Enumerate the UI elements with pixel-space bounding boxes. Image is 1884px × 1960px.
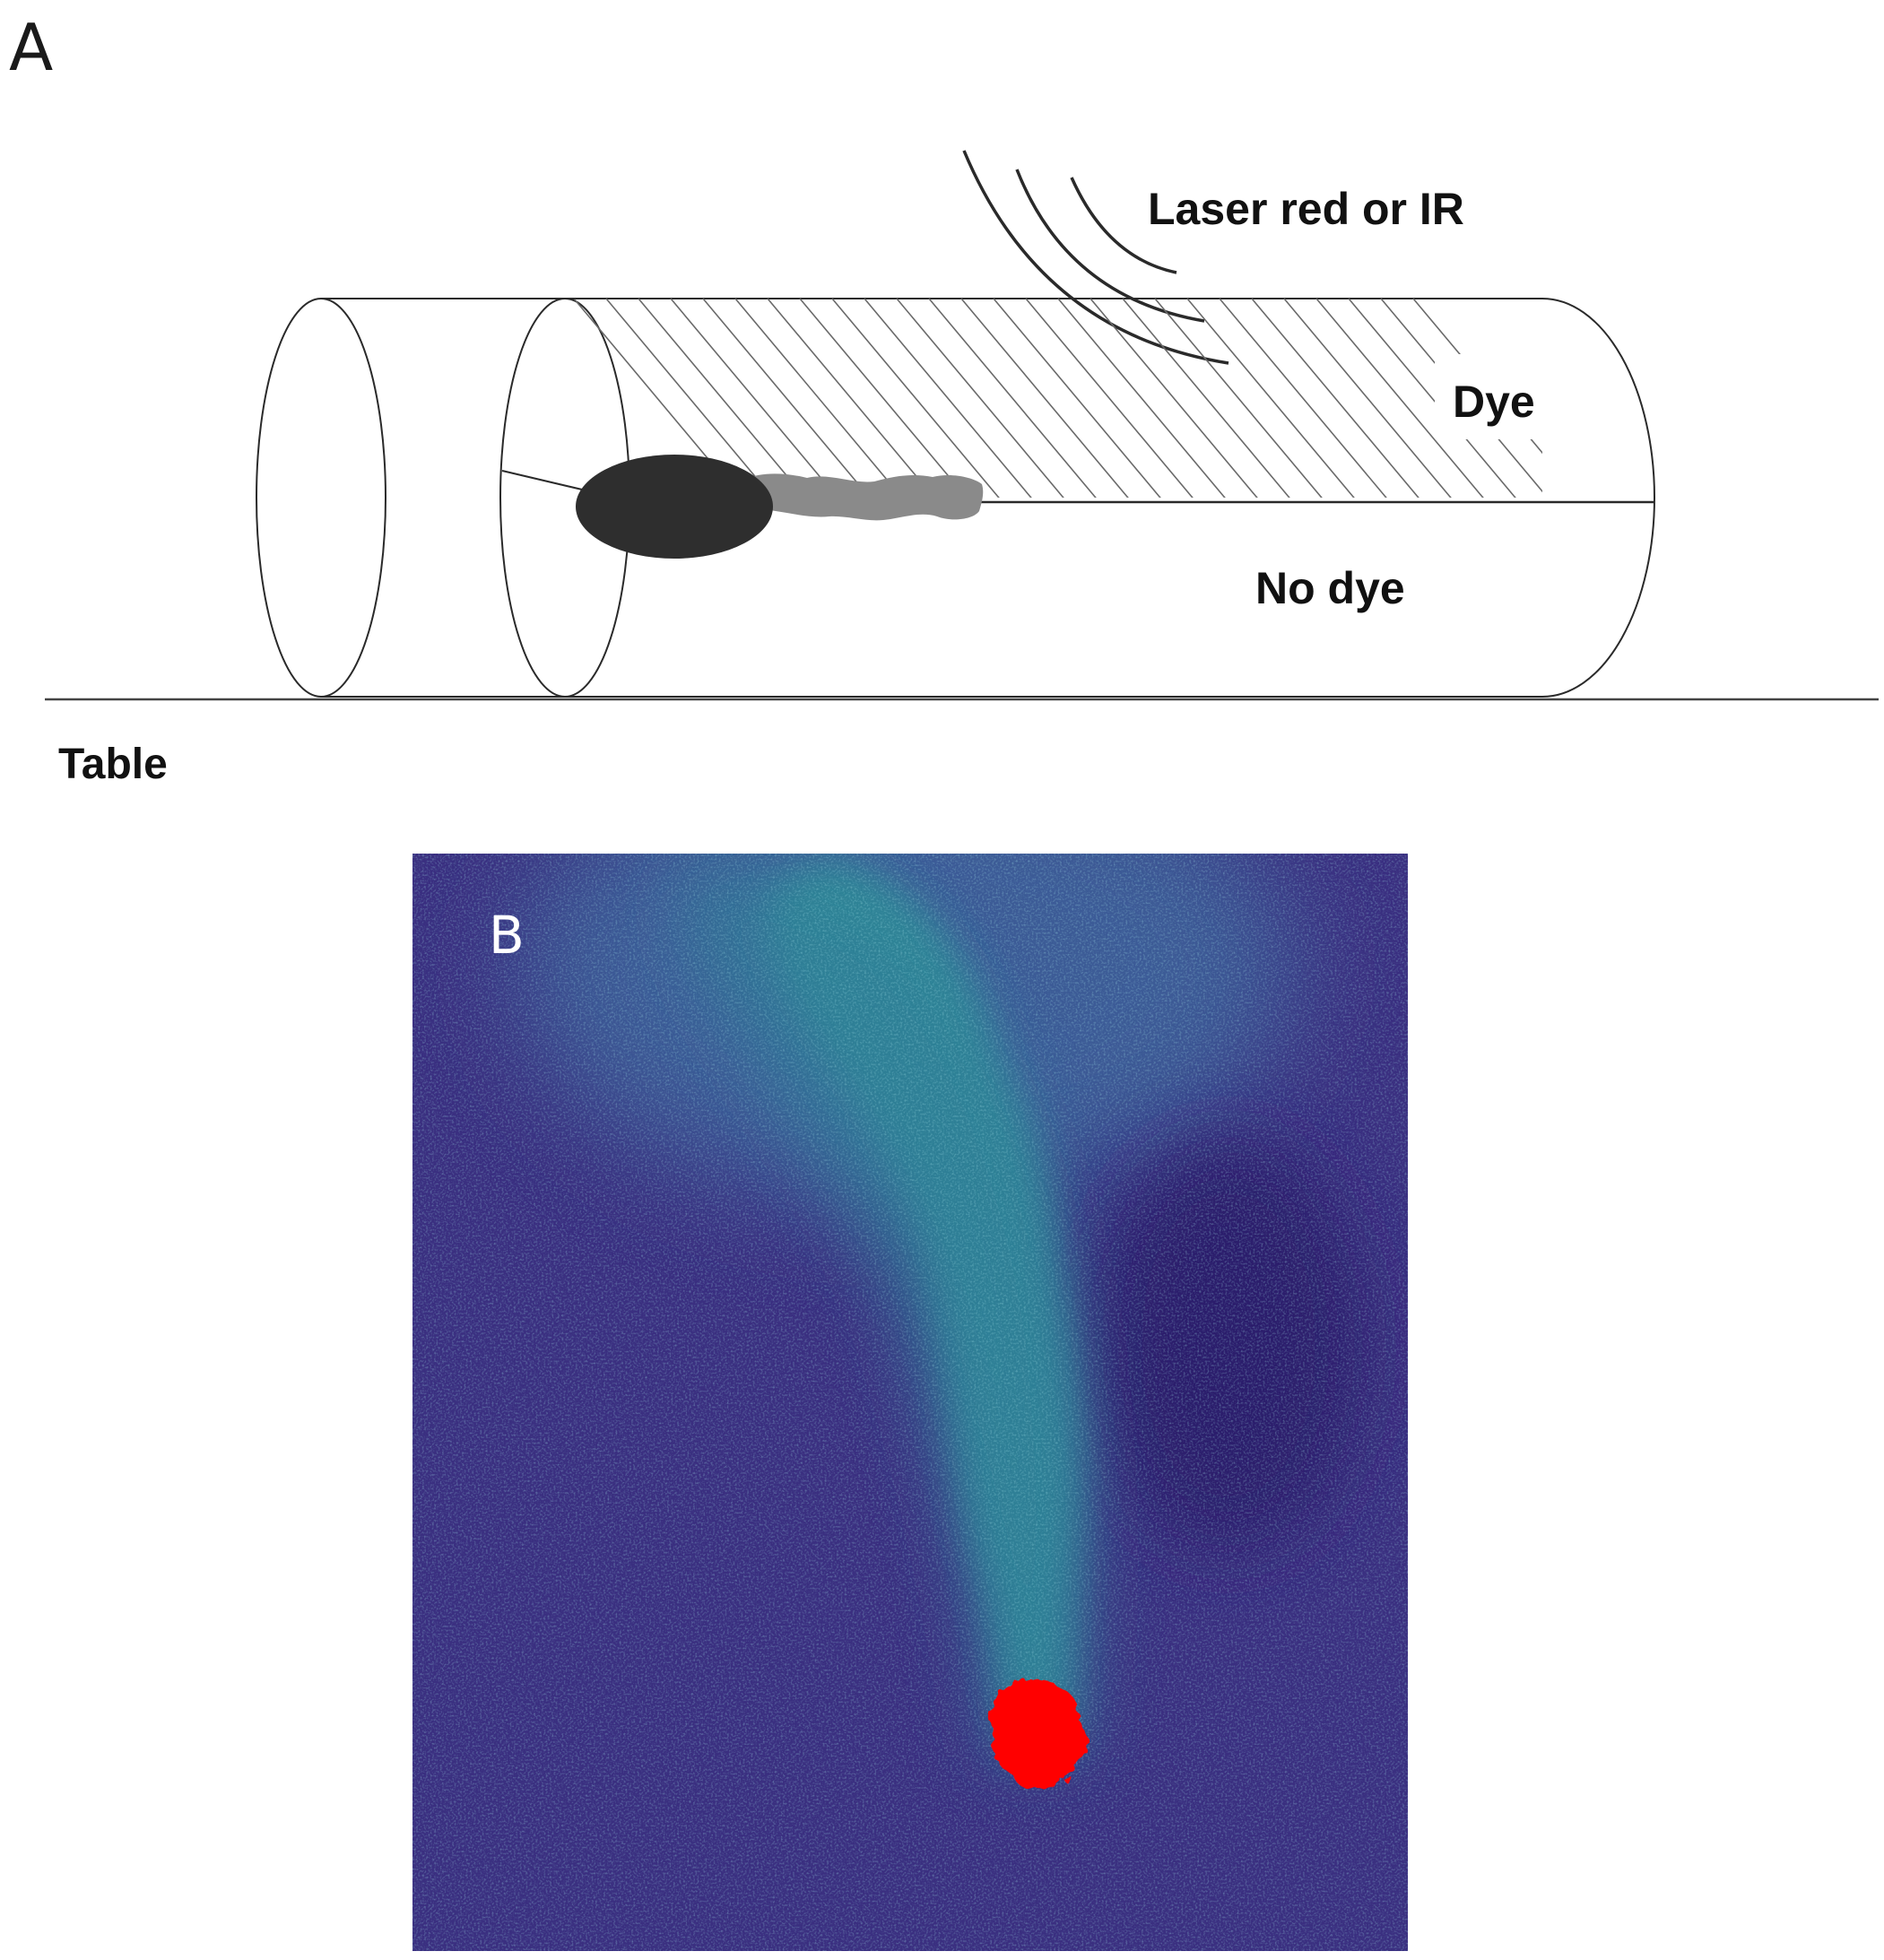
laser-arc-inner	[1070, 177, 1177, 274]
no-dye-label: No dye	[1255, 563, 1405, 613]
panel-b-letter: B	[489, 905, 525, 966]
table-label: Table	[58, 741, 168, 788]
tube-right-end	[1541, 298, 1655, 698]
laser-arc-middle	[1015, 169, 1205, 323]
panel-a: A Laser red or IR Table	[9, 10, 1879, 788]
laser-beam-arcs	[962, 150, 1229, 365]
tube-end-cap	[256, 298, 386, 698]
panel-b-image	[412, 854, 1408, 1951]
larva-body	[576, 455, 773, 559]
dye-plume-trail	[744, 473, 984, 521]
panel-a-letter: A	[9, 10, 53, 85]
flume-tube: Dye No dye	[256, 298, 1655, 698]
dye-hatching	[574, 298, 1542, 498]
laser-arc-outer	[962, 150, 1229, 365]
panel-b-noise	[412, 854, 1408, 1951]
dye-label: Dye	[1453, 377, 1535, 427]
larva-source-spot	[990, 1679, 1089, 1789]
laser-label: Laser red or IR	[1148, 184, 1464, 234]
